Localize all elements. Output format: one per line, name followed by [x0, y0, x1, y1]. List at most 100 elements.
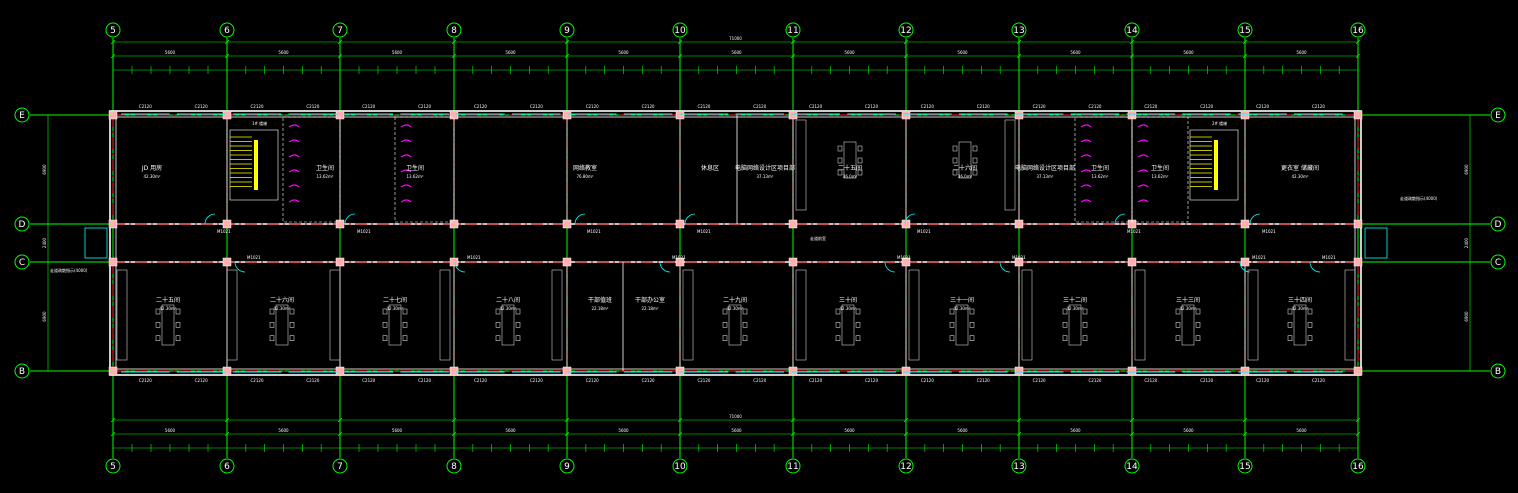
cabinet [1021, 269, 1033, 361]
chair [857, 169, 863, 176]
axis-label: E [1495, 111, 1501, 121]
structural-column [335, 366, 345, 376]
toilet-fixture [1080, 184, 1092, 188]
chair [952, 169, 958, 176]
axis-bubble [1011, 458, 1027, 474]
dim-tick [1242, 53, 1248, 59]
cabinet [795, 269, 807, 361]
structural-column [788, 257, 798, 267]
side-note: 走道疏散指示(4000) [50, 267, 88, 273]
structural-column [1014, 257, 1024, 267]
chair [289, 322, 295, 328]
axis-bubble [446, 458, 462, 474]
window-tag: C2120 [251, 104, 264, 109]
toilet-fixture [288, 169, 300, 173]
room-area: 42.30m² [500, 306, 517, 311]
structural-column [449, 257, 459, 267]
dim-bay: 5600 [844, 50, 855, 55]
chair [269, 322, 275, 328]
dim-tick [1129, 39, 1135, 45]
window-tag: C2120 [418, 104, 431, 109]
chair [402, 308, 408, 315]
dim-tick [1016, 431, 1022, 437]
axis-label: 8 [451, 26, 457, 36]
room-area: 42.30m² [1067, 306, 1084, 311]
axis-label: 10 [674, 26, 686, 36]
dim-bay: 5600 [1070, 428, 1081, 433]
room-area: 22.18m² [642, 306, 659, 311]
structural-column [901, 366, 911, 376]
axis-bubble [559, 458, 575, 474]
stair-label: 1# 楼梯 [252, 120, 267, 126]
door-tag: M1021 [697, 229, 711, 234]
axis-bubble [898, 22, 914, 38]
window-tag: C2120 [1088, 378, 1101, 383]
door-swing [1309, 261, 1321, 273]
window-tag: C2120 [977, 378, 990, 383]
door-tag: M1021 [897, 255, 911, 260]
dim-tick [677, 417, 683, 423]
chair [1175, 335, 1181, 341]
door-swing [659, 261, 671, 273]
dim-tick [451, 431, 457, 437]
room-label: 三十一间 [950, 296, 974, 304]
table [958, 141, 972, 179]
room-area: 42.30m² [274, 306, 291, 311]
dim-bay: 5600 [505, 428, 516, 433]
structural-column [1014, 110, 1024, 120]
door-tag: M1021 [467, 255, 481, 260]
chair [1082, 322, 1088, 328]
structural-column [1127, 366, 1137, 376]
toilet-fixture [400, 154, 412, 158]
structural-column [108, 366, 118, 376]
axis-bubble [672, 458, 688, 474]
chair [1307, 322, 1313, 328]
dim-side: 6900 [42, 311, 47, 322]
dim-side: 6900 [42, 164, 47, 175]
structural-column [675, 257, 685, 267]
axis-bubble [219, 22, 235, 38]
window-tag: C2120 [362, 104, 375, 109]
axis-bubble [1237, 22, 1253, 38]
room-label: 干部办公室 [635, 296, 665, 304]
door-swing [904, 213, 916, 225]
window-tag: C2120 [977, 104, 990, 109]
axis-bubble [14, 363, 30, 379]
door-tag: M1021 [217, 229, 231, 234]
chair [402, 322, 408, 328]
axis-label: 14 [1126, 462, 1138, 472]
side-exit [1364, 227, 1388, 259]
chair [382, 322, 388, 328]
chair [289, 335, 295, 341]
room-label: 三十二间 [1063, 296, 1087, 304]
chair [382, 308, 388, 315]
cabinet [1247, 269, 1259, 361]
dim-tick [1129, 53, 1135, 59]
dim-tick [1355, 53, 1361, 59]
window-tag: C2120 [1144, 378, 1157, 383]
dim-tick [1129, 417, 1135, 423]
door-swing [234, 261, 246, 273]
chair [155, 322, 161, 328]
cabinet [551, 269, 563, 361]
toilet-fixture [400, 169, 412, 173]
toilet-fixture [1137, 199, 1149, 203]
dim-bay: 5600 [392, 50, 403, 55]
cabinet [116, 269, 128, 361]
axis-bubble [1490, 254, 1506, 270]
dim-tick [451, 53, 457, 59]
axis-label: 13 [1013, 26, 1024, 36]
axis-label: C [19, 258, 25, 268]
room-label: 卫生间 [316, 164, 334, 172]
chair [972, 157, 978, 164]
structural-column [1127, 257, 1137, 267]
axis-label: 12 [900, 462, 911, 472]
chair [382, 335, 388, 341]
dim-tick [1242, 431, 1248, 437]
chair [855, 308, 861, 315]
door-swing [884, 261, 896, 273]
chair [1307, 308, 1313, 315]
cabinet [439, 269, 451, 361]
dim-bay: 5600 [392, 428, 403, 433]
toilet-fixture [1137, 184, 1149, 188]
